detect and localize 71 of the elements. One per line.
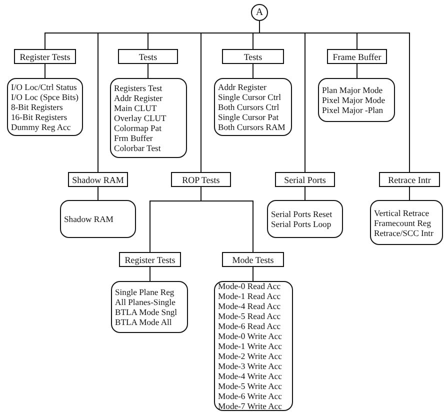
test-item: Both Cursors RAM [218, 122, 286, 132]
connector-line [200, 186, 254, 252]
test-item: Main CLUT [114, 103, 158, 113]
connector-circle: A [251, 4, 268, 21]
test-item: Mode-4 Write Acc [218, 371, 283, 381]
connector-line [304, 186, 306, 200]
test-item: Plan Major Mode [322, 85, 384, 95]
test-item: Colormap Pat [114, 123, 163, 133]
connector-line [409, 186, 410, 200]
test-item: Single Cursor Pat [218, 112, 280, 122]
test-group-box: Serial Ports [275, 172, 335, 187]
test-group-box: Register Tests [14, 49, 76, 64]
test-item: Mode-1 Read Acc [218, 291, 282, 301]
test-item: Colorbar Test [114, 143, 162, 153]
connector-line [259, 20, 410, 172]
test-item: Mode-0 Read Acc [218, 281, 282, 291]
test-item: Pixel Major -Plan [322, 105, 384, 115]
test-group-box: Tests [118, 49, 178, 64]
test-item: Both Cursors Ctrl [218, 102, 280, 112]
test-item: Mode-6 Read Acc [218, 321, 282, 331]
test-item: Vertical Retrace [374, 208, 430, 218]
test-group-box: Shadow RAM [68, 172, 128, 187]
connector-line [44, 64, 46, 78]
test-item: Mode-0 Write Acc [218, 331, 283, 341]
test-item: Single Cursor Ctrl [218, 92, 282, 102]
connector-line [356, 64, 358, 78]
test-group-box: Retrace Intr [379, 172, 440, 187]
test-item: 8-Bit Registers [11, 102, 64, 112]
test-item: BTLA Mode Sngl [115, 307, 178, 317]
test-group-box: Mode Tests [222, 252, 284, 267]
test-item: Framecount Reg [374, 218, 432, 228]
test-item: Overlay CLUT [114, 113, 168, 123]
test-item: Serial Ports Reset [271, 209, 334, 219]
test-item: Addr Register [218, 82, 268, 92]
test-item: Pixel Major Mode [322, 95, 386, 105]
test-item: All Planes-Single [115, 297, 176, 307]
test-list-box [370, 200, 443, 245]
test-group-box: Tests [222, 49, 284, 64]
connector-line [252, 64, 254, 78]
test-item: Mode-5 Read Acc [218, 311, 282, 321]
test-item: Mode-3 Write Acc [218, 361, 283, 371]
test-item: Single Plane Reg [115, 287, 176, 297]
test-item: Retrace/SCC Intr [374, 228, 434, 238]
test-item: Frm Buffer [114, 133, 154, 143]
test-item: BTLA Mode All [115, 317, 173, 327]
test-group-box: ROP Tests [171, 172, 231, 187]
test-list-box [318, 78, 395, 122]
test-item: Serial Ports Loop [271, 219, 332, 229]
test-item: 16-Bit Registers [11, 112, 68, 122]
test-item: Mode-2 Write Acc [218, 351, 283, 361]
test-item: Mode-4 Read Acc [218, 301, 282, 311]
test-item: Mode-7 Write Acc [218, 401, 283, 411]
connector-line [252, 266, 254, 282]
test-item: Mode-1 Write Acc [218, 341, 283, 351]
test-item: Mode-6 Write Acc [218, 391, 283, 401]
test-group-box: Frame Buffer [327, 49, 387, 64]
test-group-box: Register Tests [119, 252, 181, 267]
test-item: I/O Loc/Ctrl Status [11, 82, 78, 92]
test-list-box [111, 281, 188, 333]
test-item: Mode-5 Write Acc [218, 381, 283, 391]
test-list-box [267, 200, 343, 238]
test-item: Registers Test [114, 83, 164, 93]
test-list-box [7, 78, 83, 136]
test-list-box [214, 281, 293, 411]
test-item: Shadow RAM [64, 214, 114, 224]
test-list-box [110, 78, 187, 158]
test-item: Addr Register [114, 93, 164, 103]
test-list-box [214, 78, 292, 136]
test-item: Dummy Reg Acc [11, 122, 72, 132]
test-item: I/O Loc (Spce Bits) [11, 92, 80, 102]
test-list-box [60, 200, 136, 238]
